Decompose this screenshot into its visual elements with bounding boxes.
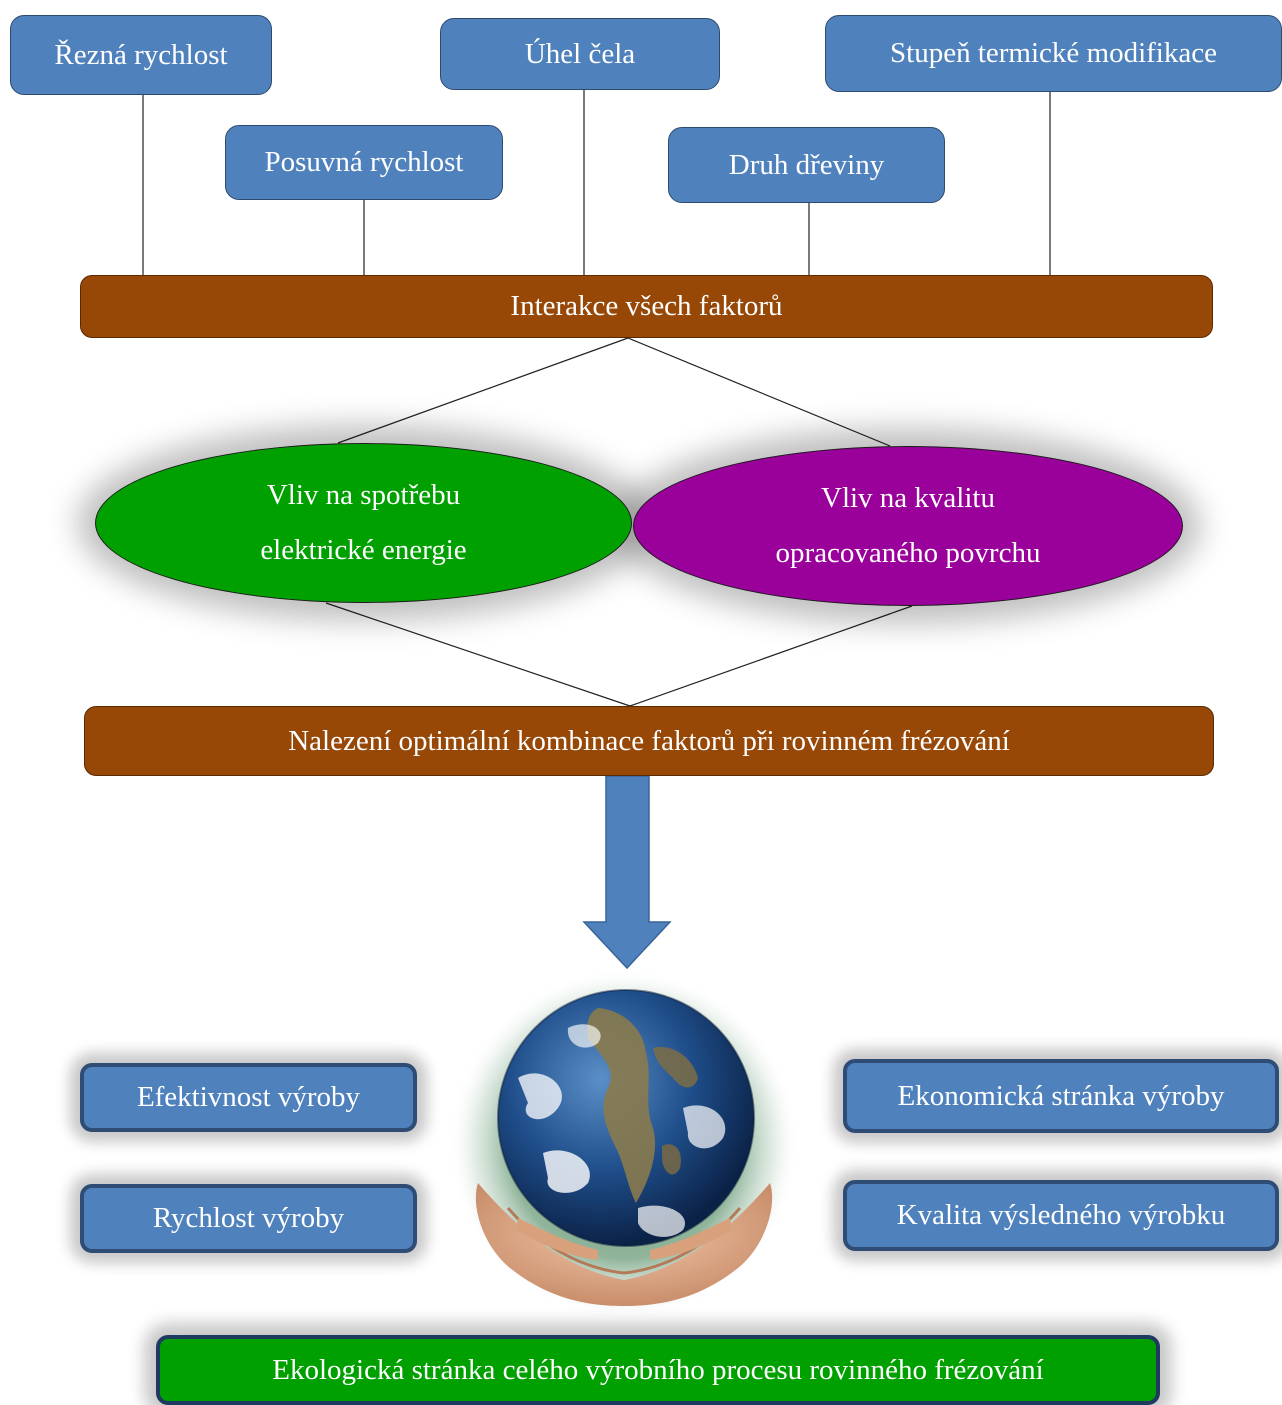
energy-effect-line2: elektrické energie [260, 534, 467, 566]
connector-to-energy [337, 337, 629, 444]
connector-from-surface [629, 605, 913, 707]
surface-effect-line2: opracovaného povrchu [775, 537, 1041, 569]
factor-feed-speed-label: Posuvná rychlost [264, 146, 464, 179]
energy-effect-line1: Vliv na spotřebu [266, 479, 461, 511]
factor-thermal-modification: Stupeň termické modifikace [825, 15, 1282, 92]
factor-feed-speed: Posuvná rychlost [225, 125, 503, 200]
outcome-efficiency: Efektivnost výroby [80, 1063, 417, 1132]
factor-rake-angle-label: Úhel čela [524, 37, 636, 70]
outcome-economic: Ekonomická stránka výroby [843, 1059, 1279, 1133]
outcome-efficiency-label: Efektivnost výroby [136, 1081, 361, 1114]
outcome-speed: Rychlost výroby [80, 1184, 417, 1253]
optimal-combination-bar: Nalezení optimální kombinace faktorů při… [84, 706, 1214, 776]
ecology-bar-label: Ekologická stránka celého výrobního proc… [272, 1353, 1044, 1386]
outcome-quality-label: Kvalita výsledného výrobku [896, 1199, 1226, 1232]
optimal-combination-label: Nalezení optimální kombinace faktorů při… [288, 724, 1010, 757]
factor-thermal-modification-label: Stupeň termické modifikace [890, 37, 1217, 70]
interaction-bar: Interakce všech faktorů [80, 275, 1213, 338]
factor-rake-angle: Úhel čela [440, 18, 720, 90]
surface-effect-ellipse: Vliv na kvalitu opracovaného povrchu [633, 446, 1183, 606]
factor-wood-species: Druh dřeviny [668, 127, 945, 203]
down-arrow-icon [582, 775, 672, 970]
factor-wood-species-label: Druh dřeviny [728, 148, 885, 181]
interaction-bar-label: Interakce všech faktorů [510, 290, 783, 323]
outcome-economic-label: Ekonomická stránka výroby [897, 1079, 1225, 1112]
outcome-speed-label: Rychlost výroby [152, 1202, 345, 1235]
ecology-bar: Ekologická stránka celého výrobního proc… [156, 1335, 1160, 1405]
factor-cutting-speed: Řezná rychlost [10, 15, 272, 95]
outcome-quality: Kvalita výsledného výrobku [843, 1180, 1279, 1251]
surface-effect-line1: Vliv na kvalitu [821, 482, 995, 514]
energy-effect-ellipse: Vliv na spotřebu elektrické energie [95, 443, 632, 603]
connector-to-surface [627, 337, 891, 447]
connector-from-energy [325, 602, 631, 707]
factor-cutting-speed-label: Řezná rychlost [54, 38, 228, 71]
earth-in-hands-icon [448, 968, 800, 1320]
